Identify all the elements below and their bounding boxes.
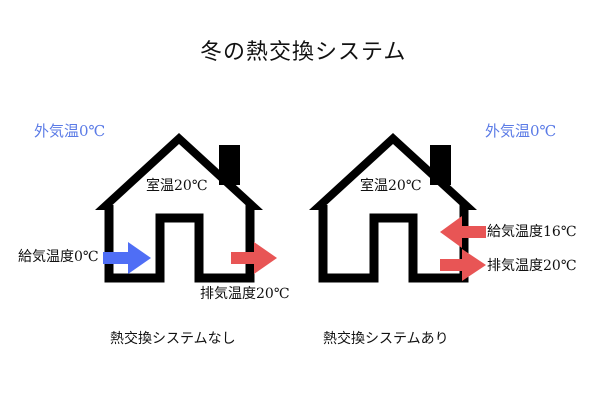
arrow-intake-left-icon (103, 242, 151, 274)
arrow-intake-right-icon (440, 216, 486, 248)
arrow-exhaust-right-icon (440, 249, 486, 281)
arrow-exhaust-left-icon (231, 242, 277, 274)
left-intake-label: 給気温度0℃ (18, 249, 99, 265)
left-caption: 熱交換システムなし (110, 331, 236, 347)
right-exhaust-label: 排気温度20℃ (487, 258, 577, 274)
house-right-walls (318, 205, 469, 283)
right-intake-label: 給気温度16℃ (487, 224, 577, 240)
house-left (95, 133, 263, 283)
right-caption: 熱交換システムあり (323, 331, 449, 347)
right-room-temp: 室温20℃ (360, 178, 422, 194)
house-right (309, 133, 477, 283)
house-left-walls (104, 205, 255, 283)
left-outside-temp: 外気温0℃ (34, 122, 106, 140)
right-outside-temp: 外気温0℃ (485, 122, 557, 140)
left-room-temp: 室温20℃ (146, 178, 208, 194)
left-exhaust-label: 排気温度20℃ (200, 286, 290, 302)
page-title: 冬の熱交換システム (200, 40, 407, 65)
house-right-roof (309, 133, 477, 210)
house-left-roof (95, 133, 263, 210)
